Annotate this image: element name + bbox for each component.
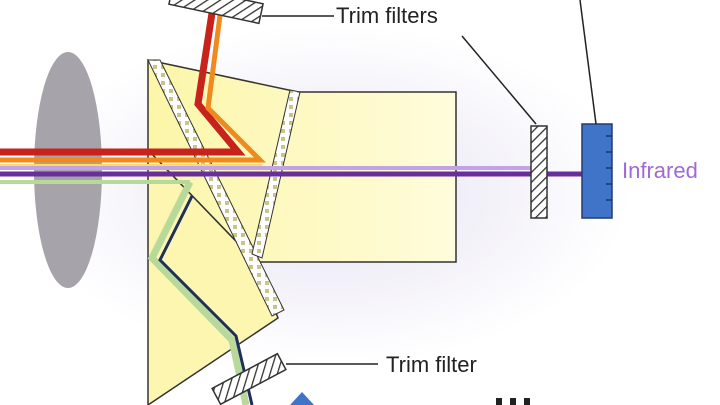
prism-bottom-block: [147, 148, 279, 405]
green-reflected-beam: [147, 180, 250, 405]
top-trim-filter: [168, 0, 264, 25]
leader-line-right-filter: [461, 35, 537, 125]
dichroic-coating-diagonal: [147, 59, 285, 317]
orange-reflected-beam: [0, 0, 267, 163]
bottom-detector-icon: [290, 392, 314, 405]
leader-line-detector: [579, 0, 597, 125]
infrared-label: Infrared: [622, 158, 698, 183]
dark-blue-reflected-beam: [158, 195, 254, 405]
detector-ticks: [606, 135, 612, 201]
right-trim-filter: [530, 125, 548, 219]
bottom-edge-marks: [496, 398, 530, 405]
red-reflected-beam: [0, 0, 246, 156]
trim-filter-label: Trim filter: [386, 352, 477, 377]
bottom-trim-filter: [211, 352, 287, 405]
trim-filters-label: Trim filters: [336, 3, 438, 28]
infrared-detector-icon: [581, 123, 613, 219]
